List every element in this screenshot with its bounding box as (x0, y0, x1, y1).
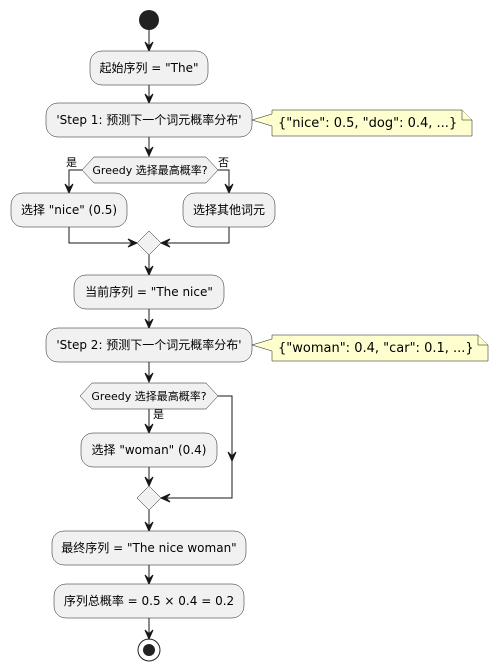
activity-choose-other-label: 选择其他词元 (193, 203, 265, 217)
activity-total-probability: 序列总概率 = 0.5 × 0.4 = 0.2 (53, 583, 245, 619)
activity-total-probability-label: 序列总概率 = 0.5 × 0.4 = 0.2 (64, 593, 234, 608)
decision-2-yes-label: 是 (153, 408, 164, 421)
decision-greedy-2-label: Greedy 选择最高概率? (91, 389, 206, 403)
activity-step2-label: 'Step 2: 预测下一个词元概率分布' (56, 337, 241, 352)
decision-greedy-1-label: Greedy 选择最高概率? (92, 163, 207, 177)
activity-current-sequence-label: 当前序列 = "The nice" (85, 284, 213, 299)
decision-greedy-1: Greedy 选择最高概率? (81, 156, 219, 184)
activity-final-sequence: 最终序列 = "The nice woman" (51, 530, 247, 566)
activity-start-sequence-label: 起始序列 = "The" (99, 60, 198, 75)
note-step1-text: {"nice": 0.5, "dog": 0.4, ...} (278, 116, 457, 131)
activity-step1: 'Step 1: 预测下一个词元概率分布' (45, 102, 253, 138)
merge-node-2 (136, 485, 162, 511)
activity-choose-other: 选择其他词元 (182, 192, 276, 228)
activity-start-sequence: 起始序列 = "The" (89, 50, 209, 86)
merge-node-1 (136, 230, 162, 256)
activity-choose-nice: 选择 "nice" (0.5) (10, 192, 128, 228)
note-step2-text: {"woman": 0.4, "car": 0.1, ...} (278, 341, 474, 356)
decision-1-no-label: 否 (218, 156, 229, 169)
start-node (139, 10, 159, 30)
note-step1-probabilities: {"nice": 0.5, "dog": 0.4, ...} (251, 109, 473, 137)
end-node (137, 638, 161, 662)
activity-choose-woman-label: 选择 "woman" (0.4) (92, 443, 207, 457)
activity-step2: 'Step 2: 预测下一个词元概率分布' (45, 327, 253, 363)
activity-choose-woman: 选择 "woman" (0.4) (80, 432, 218, 468)
decision-greedy-2: Greedy 选择最高概率? (79, 382, 219, 410)
activity-final-sequence-label: 最终序列 = "The nice woman" (61, 540, 236, 555)
activity-current-sequence: 当前序列 = "The nice" (73, 274, 225, 310)
note-step2-probabilities: {"woman": 0.4, "car": 0.1, ...} (251, 334, 489, 362)
activity-step1-label: 'Step 1: 预测下一个词元概率分布' (56, 112, 241, 127)
decision-1-yes-label: 是 (66, 156, 77, 169)
activity-choose-nice-label: 选择 "nice" (0.5) (21, 203, 117, 217)
